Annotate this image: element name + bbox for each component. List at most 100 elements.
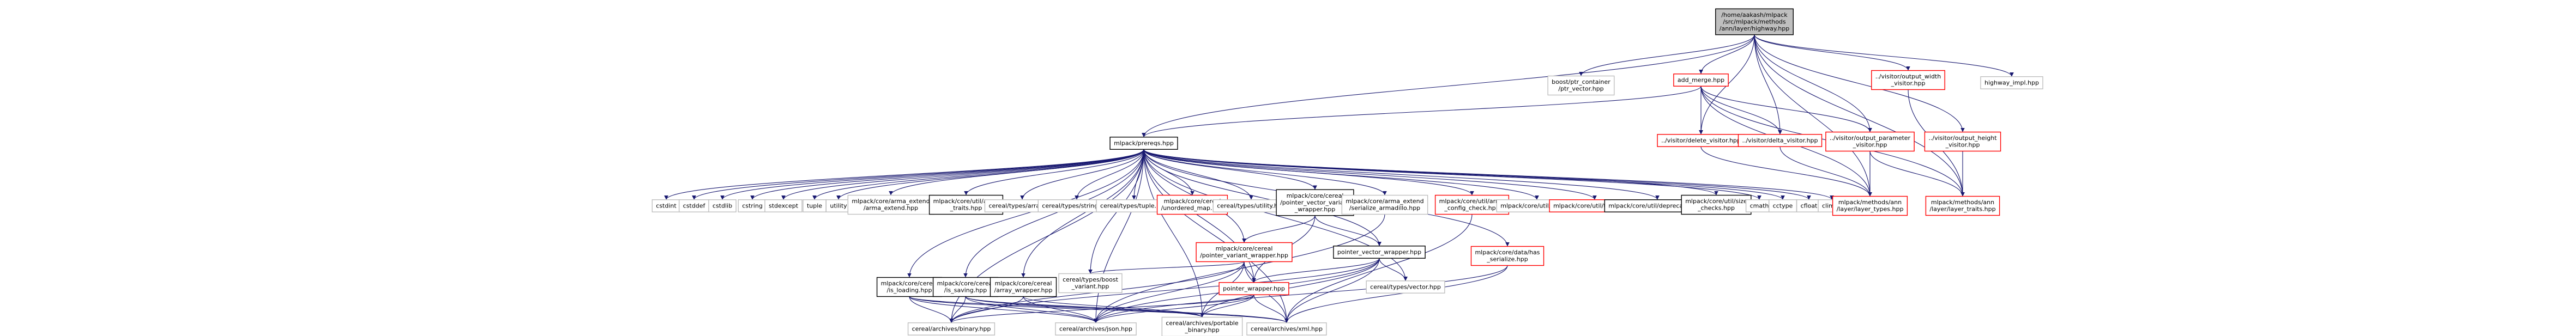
node-utility[interactable]: utility [825,199,852,212]
node-cfloat[interactable]: cfloat [1796,199,1822,212]
edge-add-merge-to-prereqs [1142,86,1702,137]
edge-root-to-prereqs [1142,34,1755,137]
node-label-line: /layer/layer_types.hpp [1837,206,1904,213]
node-label-line: stdexcept [769,202,799,209]
node-cstddef[interactable]: cstddef [678,199,710,212]
edge-root-to-add-merge [1699,34,1755,74]
node-highway-impl[interactable]: highway_impl.hpp [1980,76,2043,89]
node-label-line: highway_impl.hpp [1984,79,2039,86]
node-json[interactable]: cereal/archives/json.hpp [1055,322,1137,335]
node-portable-binary[interactable]: cereal/archives/portable_binary.hpp [1161,316,1243,336]
node-label-line: /home/aakash/mlpack [1721,11,1788,19]
node-label-line: tuple [807,202,822,209]
edge-prereqs-to-portable-binary [1143,149,1204,317]
edge-is-loading-to-json [909,296,1098,323]
node-output-parameter[interactable]: ../visitor/output_parameter_visitor.hpp [1825,131,1915,152]
node-label-line: _variant.hpp [1071,283,1109,290]
node-box [1109,137,1178,150]
edge-delete-visitor-to-layer-types [1700,146,1872,197]
node-boost-variant[interactable]: cereal/types/boost_variant.hpp [1058,273,1123,294]
node-ptr-container[interactable]: boost/ptr_container/ptr_vector.hpp [1547,75,1615,96]
node-box [1333,246,1426,259]
edge-prereqs-to-deprecated [1143,149,1660,200]
node-cereal-vector[interactable]: cereal/types/vector.hpp [1366,280,1445,294]
edge-prereqs-to-cmath [1143,149,1761,200]
node-has-serialize[interactable]: mlpack/core/data/has_serialize.hpp [1470,246,1545,266]
node-size-checks[interactable]: mlpack/core/util/size_checks.hpp [1681,194,1752,215]
node-add-merge[interactable]: add_merge.hpp [1673,74,1729,87]
edge-pv-wrapper-to-boost-variant [1088,261,1245,274]
node-label-line: mlpack/core/cereal [881,280,938,287]
node-cereal-tuple[interactable]: cereal/types/tuple.hpp [1096,199,1172,212]
node-is-saving[interactable]: mlpack/core/cereal/is_saving.hpp [932,277,999,297]
node-label-line: /array_wrapper.hpp [994,287,1053,294]
node-cstdint[interactable]: cstdint [651,199,681,212]
node-box [876,277,943,297]
node-delete-visitor[interactable]: ../visitor/delete_visitor.hpp [1657,134,1745,147]
edge-output-parameter-to-layer-traits [1869,151,1965,197]
edge-pvv-wrapper-to-pointer-vector-wrapper [1314,215,1381,246]
node-box [1366,280,1445,294]
node-label-line: mlpack/core/arma_extend [1346,198,1423,205]
edge-has-serialize-to-json [1094,265,1508,323]
node-layer-traits[interactable]: mlpack/methods/ann/layer/layer_traits.hp… [1925,196,2000,216]
node-pointer-wrapper[interactable]: pointer_wrapper.hpp [1218,282,1289,295]
node-pv-wrapper[interactable]: mlpack/core/cereal/pointer_variant_wrapp… [1196,242,1293,262]
node-label-line: cctype [1773,202,1793,209]
edge-pointer-wrapper-to-portable-binary [1200,295,1254,317]
node-cstring[interactable]: cstring [738,199,767,212]
edges-layer [664,34,2014,323]
node-box [932,277,999,297]
edge-array-wrapper-to-portable-binary [1023,296,1204,317]
edge-prereqs-to-cfloat [1143,149,1811,200]
node-box [1980,76,2043,89]
edge-is-loading-to-portable-binary [909,296,1204,317]
node-label-line: cstdlib [713,202,732,209]
node-label-line: mlpack/core/cereal [937,280,994,287]
node-label-line: mlpack/core/data/has [1475,249,1540,256]
node-pointer-vector-wrapper[interactable]: pointer_vector_wrapper.hpp [1333,246,1426,259]
node-prereqs[interactable]: mlpack/prereqs.hpp [1109,137,1178,150]
node-label-line: ../visitor/output_height [1928,135,1997,142]
node-root[interactable]: /home/aakash/mlpack/src/mlpack/methods/a… [1715,8,1794,35]
node-label-line: cfloat [1801,202,1818,209]
node-cctype[interactable]: cctype [1768,199,1797,212]
edge-prereqs-to-cereal-utility [1143,149,1253,200]
node-box [1871,70,1945,90]
node-arma-extend[interactable]: mlpack/core/arma_extend/arma_extend.hpp [847,194,934,215]
edge-pointer-vector-wrapper-to-xml [1284,258,1380,323]
node-label-line: mlpack/core/util/arma [1439,198,1505,205]
node-label-line: cereal/archives/portable [1166,320,1239,327]
edge-prereqs-to-array-wrapper [1021,149,1144,278]
node-cmath[interactable]: cmath [1745,199,1773,212]
node-pvv-wrapper[interactable]: mlpack/core/cereal/pointer_vector_varian… [1276,189,1354,216]
node-box [990,277,1057,297]
node-delta-visitor[interactable]: ../visitor/delta_visitor.hpp [1738,134,1823,147]
node-output-width[interactable]: ../visitor/output_width_visitor.hpp [1871,70,1945,90]
edge-is-saving-to-json [965,296,1098,323]
node-label-line: /src/mlpack/methods [1723,18,1786,25]
node-array-wrapper[interactable]: mlpack/core/cereal/array_wrapper.hpp [990,277,1057,297]
node-output-height[interactable]: ../visitor/output_height_visitor.hpp [1924,131,2001,152]
node-tuple[interactable]: tuple [803,199,827,212]
node-label-line: ../visitor/delta_visitor.hpp [1742,137,1818,144]
node-layer-types[interactable]: mlpack/methods/ann/layer/layer_types.hpp [1832,196,1908,216]
node-box [1681,194,1752,215]
node-xml[interactable]: cereal/archives/xml.hpp [1246,322,1327,335]
node-label-line: /pointer_vector_variant [1280,199,1350,206]
node-cstdlib[interactable]: cstdlib [708,199,737,212]
edge-prereqs-to-tuple [812,149,1144,200]
node-stdexcept[interactable]: stdexcept [764,199,803,212]
node-label-line: mlpack/core/cereal [1287,192,1344,199]
node-label-line: ../visitor/output_parameter [1830,135,1911,142]
node-cereal-utility[interactable]: cereal/types/utility.hpp [1212,199,1290,212]
node-label-line: pointer_vector_wrapper.hpp [1337,248,1421,255]
node-box [1673,74,1729,87]
node-label-line: /serialize_armadillo.hpp [1349,205,1420,212]
node-label-line: cereal/types/tuple.hpp [1100,202,1168,209]
node-label-line: cmath [1750,202,1769,209]
node-label-line: ../visitor/delete_visitor.hpp [1661,137,1741,144]
node-binary[interactable]: cereal/archives/binary.hpp [907,322,996,335]
node-is-loading[interactable]: mlpack/core/cereal/is_loading.hpp [876,277,943,297]
node-serialize-armadillo[interactable]: mlpack/core/arma_extend/serialize_armadi… [1341,194,1428,215]
